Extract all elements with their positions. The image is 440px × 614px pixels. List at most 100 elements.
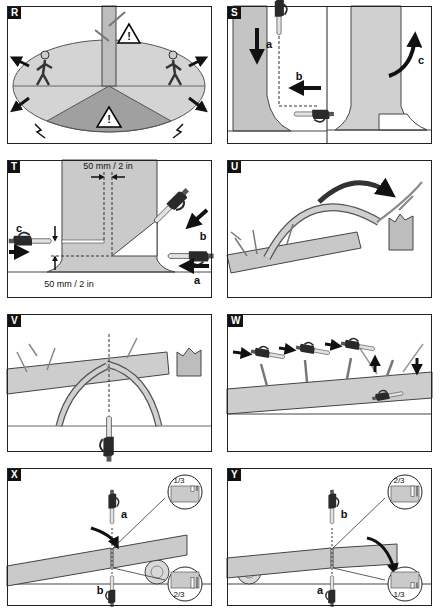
limbing-drawing-part — [371, 387, 404, 402]
felling-zone-drawing-part — [13, 58, 29, 66]
step-letter: c — [16, 223, 22, 234]
bucking-drawing-part — [108, 490, 118, 524]
buttress-cut-drawing-part — [227, 131, 327, 132]
bucking-drawing-part — [328, 490, 338, 524]
panel-letter: Y — [228, 469, 241, 481]
limbing-drawing-part — [340, 337, 375, 353]
bucking-drawing-part — [168, 567, 202, 601]
limbing-drawing-part — [227, 372, 432, 414]
bucking-drawing-part — [417, 486, 418, 497]
bucking-drawing-part — [411, 583, 414, 589]
limbing-drawing-part — [279, 348, 293, 350]
branch-under-tension-drawing-part — [177, 348, 201, 376]
bucking-drawing-part — [113, 498, 165, 548]
warning-mark: ! — [107, 114, 111, 125]
panel-letter: R — [8, 7, 21, 19]
warning-triangle — [97, 107, 121, 127]
felling-cut-drawing-part — [112, 172, 113, 256]
fraction-label: 2/3 — [173, 591, 184, 599]
bucking-drawing-part — [388, 567, 422, 601]
branch-under-tension-drawing-part — [17, 338, 137, 372]
lodged-tree-drawing-part — [231, 224, 293, 256]
felling-zone-drawing-part — [95, 12, 125, 41]
bucking-drawing-part — [113, 535, 187, 568]
branch-under-tension-drawing-part — [107, 364, 159, 426]
branch-under-tension-drawing-part — [107, 364, 159, 426]
panel-frame: S — [227, 6, 432, 144]
buttress-cut-drawing — [227, 0, 432, 144]
bucking-drawing-part — [417, 583, 418, 589]
bucking-drawing-part — [333, 498, 385, 548]
lodged-tree-drawing-part — [389, 214, 413, 250]
felling-cut-drawing-part — [113, 176, 125, 178]
felling-cut-drawing-part — [104, 172, 105, 242]
buttress-cut-drawing-part — [255, 28, 259, 60]
fraction-label: 1/3 — [393, 591, 404, 599]
felling-cut-drawing-part — [9, 233, 52, 246]
buttress-cut-drawing-part — [233, 6, 291, 131]
felling-zone-drawing-part — [102, 6, 116, 86]
dimension-label: 50 mm / 2 in — [44, 280, 94, 289]
lodged-tree-drawing-part — [267, 207, 379, 258]
felling-zone-drawing-part — [47, 86, 171, 132]
felling-cut-drawing-part — [7, 272, 212, 273]
panel-letter: U — [228, 161, 241, 173]
fraction-label: 1/3 — [173, 477, 184, 485]
panel-letter: T — [8, 161, 20, 173]
felling-cut-drawing-part — [47, 160, 175, 272]
bucking-drawing-part — [191, 578, 194, 589]
buttress-cut-drawing-part — [389, 36, 415, 76]
bucking-drawing-part — [197, 486, 198, 491]
warning-mark: ! — [127, 31, 131, 42]
dimension-label: 50 mm / 2 in — [83, 162, 133, 171]
bucking-drawing-part — [113, 568, 165, 580]
felling-cut-drawing-part — [168, 251, 214, 265]
bucking-drawing-part — [388, 475, 422, 509]
panel-letter: S — [228, 7, 241, 19]
panel-letter: V — [8, 315, 21, 327]
step-letter: b — [97, 585, 104, 596]
person-figure-part — [37, 60, 52, 85]
felling-cut-drawing-part — [9, 250, 25, 254]
person-figure — [37, 51, 52, 85]
limbing-drawing-part — [374, 358, 377, 372]
limbing-drawing-part — [416, 358, 419, 372]
bucking-drawing — [7, 475, 212, 607]
panel-letter: W — [228, 315, 243, 327]
bucking-drawing-part — [145, 560, 169, 584]
buttress-cut-drawing-part — [279, 36, 319, 106]
bucking-drawing-part — [171, 486, 199, 502]
limbing-drawing-part — [233, 352, 249, 354]
branch-under-tension-drawing-part — [59, 366, 107, 426]
fraction-label: 2/3 — [393, 477, 404, 485]
buttress-cut-drawing-part — [335, 6, 427, 130]
bucking-drawing-part — [391, 486, 419, 502]
bucking-drawing-part — [168, 475, 202, 509]
felling-cut-drawing — [7, 160, 214, 272]
panel-frame: U — [227, 160, 432, 298]
bucking-drawing-part — [91, 528, 117, 546]
step-letter: b — [200, 231, 207, 242]
bucking-drawing-part — [332, 528, 333, 580]
felling-zone-drawing — [13, 6, 205, 138]
bucking-drawing-part — [326, 576, 335, 607]
felling-cut-drawing-part — [152, 186, 194, 228]
buttress-cut-drawing-part — [379, 114, 427, 130]
bucking-drawing-part — [7, 548, 111, 586]
limbing-drawing-part — [261, 358, 393, 386]
felling-zone-drawing-part — [13, 98, 29, 110]
felling-cut-drawing-part — [189, 210, 207, 226]
felling-cut-drawing-part — [91, 176, 103, 178]
bucking-drawing-part — [391, 572, 419, 588]
branch-under-tension-drawing-part — [100, 416, 114, 462]
bucking-drawing-part — [151, 566, 163, 578]
step-letter: a — [317, 585, 323, 596]
bucking-drawing-part — [411, 486, 414, 497]
bucking-drawing-part — [112, 528, 113, 580]
felling-zone-drawing-part — [189, 98, 205, 110]
panel-frame: V — [7, 314, 212, 452]
felling-cut-drawing-part — [54, 257, 56, 270]
branch-under-tension-drawing — [7, 334, 212, 462]
